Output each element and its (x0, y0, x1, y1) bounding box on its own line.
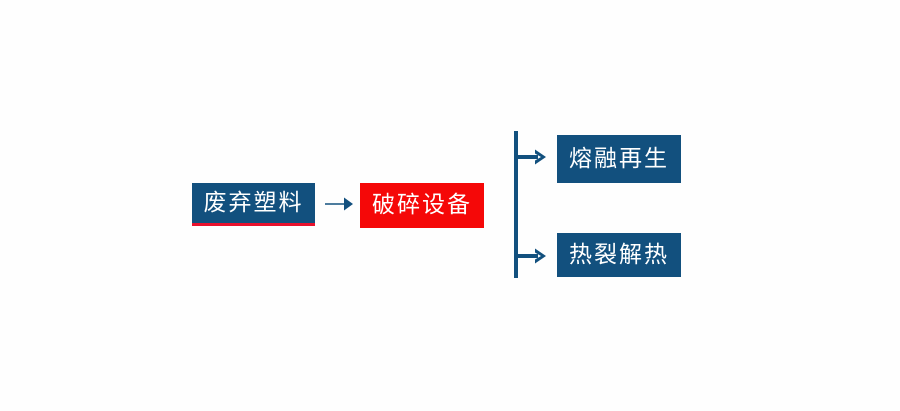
bracket-trunk (514, 131, 518, 278)
node-source-label: 废弃塑料 (203, 189, 304, 216)
node-output-1-label: 热裂解热 (569, 241, 669, 268)
bracket-split-icon (505, 125, 565, 290)
node-source[interactable]: 废弃塑料 (192, 183, 315, 226)
node-output-0-label: 熔融再生 (569, 145, 669, 172)
arrow-right-icon (322, 189, 356, 219)
node-output-pyrolysis-heat[interactable]: 热裂解热 (557, 233, 681, 277)
bracket-split-svg (514, 131, 546, 278)
node-output-melt-regeneration[interactable]: 熔融再生 (557, 135, 681, 183)
node-process[interactable]: 破碎设备 (360, 183, 484, 228)
arrow-right-icon-svg (325, 197, 353, 211)
branch-arrow-top-icon (516, 149, 546, 165)
branch-arrow-bottom-icon (516, 248, 546, 264)
arrow-right-shape (325, 197, 353, 211)
node-process-label: 破碎设备 (372, 192, 472, 218)
